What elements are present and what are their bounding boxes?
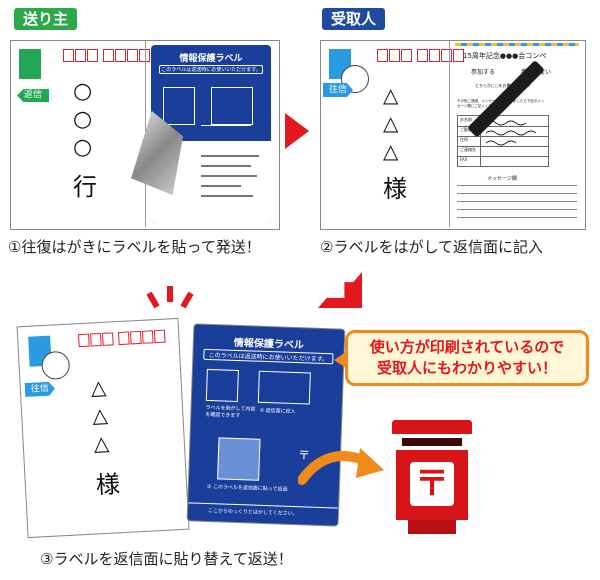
circle-3: ○	[73, 135, 93, 160]
callout-line1: 使い方が印刷されているので	[369, 338, 565, 356]
label3-mini-card	[217, 437, 261, 481]
triangle-3: △	[383, 139, 399, 163]
caption-step3: ③ラベルを返信面に貼り替えて返送！	[40, 550, 293, 568]
form-title: 15周年記念●●●会コンペ	[463, 52, 547, 60]
label-back-lines	[201, 155, 261, 215]
arrow-right	[285, 113, 309, 149]
postbox-icon: 〒	[392, 420, 472, 538]
reply-form: 15周年記念●●●会コンペ 参加する 参加しない どちらかに○をお書きください …	[453, 43, 581, 225]
postbox-base	[408, 520, 456, 534]
triangle-1: △	[383, 83, 399, 107]
triangle-3c: △	[93, 430, 110, 456]
addressee-sama-3: 様	[95, 470, 121, 500]
emphasis-mark-1	[146, 291, 160, 309]
go-tag: 往信	[323, 83, 353, 97]
stamp-green	[19, 49, 41, 79]
label3-box-b	[257, 370, 311, 405]
curved-arrow	[298, 448, 384, 485]
callout-pointer	[334, 352, 346, 368]
panel3-postcard: 往信 △ △ △ 様	[16, 317, 190, 539]
triangle-3b: △	[91, 402, 109, 428]
go-tag-label: 往信	[328, 85, 347, 95]
field-address: 住所	[460, 137, 468, 142]
form-note: どちらかに○をお書きください	[475, 83, 531, 88]
postbox-top	[392, 420, 472, 434]
arrow-down-left	[318, 272, 362, 308]
form-attend: 参加する	[471, 69, 496, 76]
sender-tag: 送り主	[14, 8, 78, 30]
scribble	[485, 120, 537, 146]
caption-step2: ②ラベルをはがして返信面に記入	[320, 238, 543, 256]
label-diagram	[161, 81, 261, 141]
postbox-symbol: 〒	[415, 464, 449, 504]
emphasis-mark-3	[180, 291, 194, 309]
message-lines	[457, 185, 577, 225]
recipient-tag: 受取人	[322, 8, 386, 30]
postcode-boxes-2	[377, 49, 464, 63]
triangle-3a: △	[90, 374, 107, 400]
addressee-sama: 様	[383, 175, 407, 203]
circle-1: ○	[73, 79, 93, 104]
form-table: お名前 ご勤務先 住所 ご連絡先 FAX	[457, 115, 549, 167]
callout-line2: 受取人にもわかりやすい！	[376, 359, 557, 377]
label3-step3: ③ このラベルを返信面に貼って投函	[206, 483, 288, 493]
caption-step1: ①往復はがきにラベルを貼って発送！	[8, 238, 261, 256]
label-subtitle: このラベルは返送時にお使いいただけます。	[159, 65, 263, 74]
emphasis-mark-2	[167, 286, 173, 302]
label-title: 情報保護ラベル	[179, 54, 243, 64]
postbox-mark: 〒	[410, 462, 454, 506]
callout-box: 使い方が印刷されているので 受取人にもわかりやすい！	[345, 330, 589, 386]
postcode-boxes-3	[78, 329, 166, 348]
panel1-card: 返信 ○ ○ ○ 行 情報保護ラベル このラベルは返送時にお使いいただけます。	[10, 40, 280, 230]
postmark	[341, 65, 369, 93]
panel3-label: 情報保護ラベル このラベルは返送時にお使いいただけます。 ② 返信面に記入 ラベ…	[186, 323, 346, 527]
field-contact: ご連絡先	[460, 147, 476, 152]
label3-step2: ラベルを剥がして内容を確認できます	[205, 404, 256, 420]
panel2-card: 往信 △ △ △ 様 15周年記念●●●会コンペ 参加する 参加しない どちらか…	[320, 40, 586, 230]
return-tag: 返信	[17, 89, 49, 102]
message-label: メッセージ欄	[487, 176, 517, 182]
field-name: お名前	[460, 117, 472, 122]
field-fax: FAX	[460, 157, 468, 162]
label3-footer: ここからゆっくりとはがしてください。	[207, 508, 298, 518]
fold-line-2	[449, 41, 450, 227]
label3-box-a	[205, 368, 239, 403]
circle-2: ○	[73, 107, 93, 132]
go-tag-3-label: 往信	[30, 383, 50, 395]
postbox-slot	[402, 438, 462, 446]
form-dashes	[455, 43, 579, 46]
addressee-yuki: 行	[73, 173, 97, 201]
return-tag-label: 返信	[23, 90, 42, 100]
label3-step1: ② 返信面に記入	[259, 407, 296, 416]
postcode-boxes	[63, 49, 150, 63]
go-tag-3: 往信	[25, 381, 56, 397]
triangle-2: △	[383, 111, 399, 135]
postmark-3	[40, 350, 71, 381]
